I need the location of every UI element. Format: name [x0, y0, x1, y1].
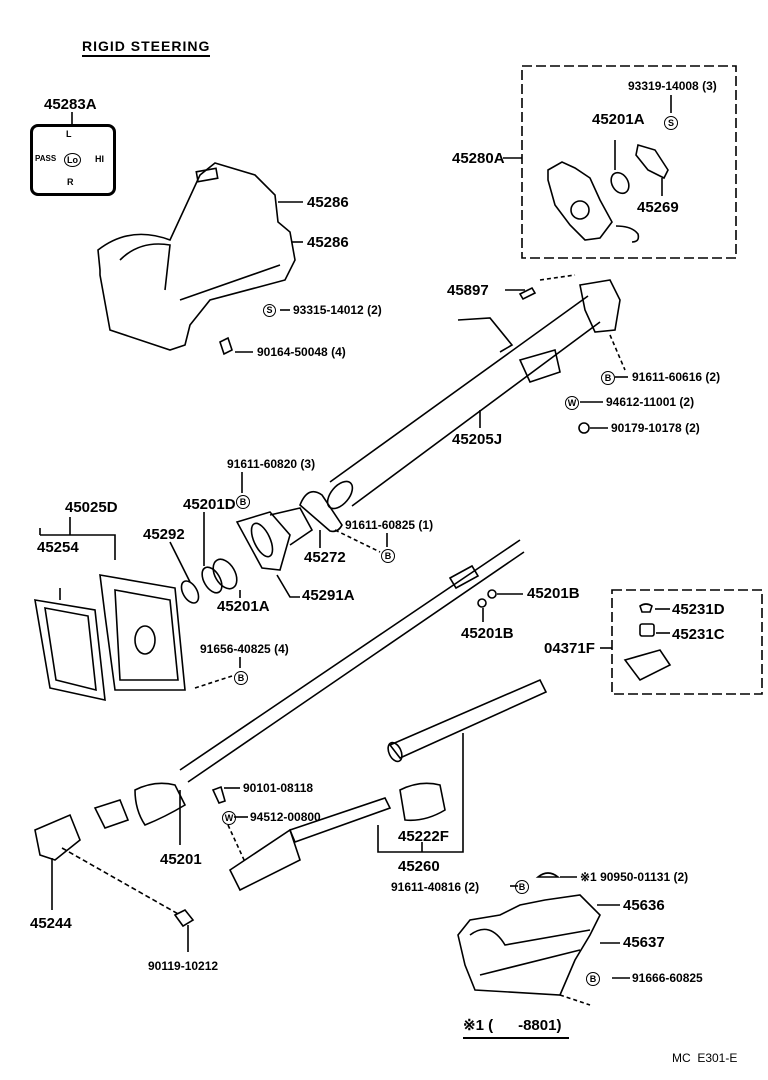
- part-label: 45201D: [183, 496, 236, 513]
- part-label: 45269: [637, 199, 679, 216]
- switch-label-left: PASS: [35, 154, 57, 163]
- footnote: ※1 ( -8801): [463, 1016, 570, 1039]
- column-cover-drawing: [97, 162, 296, 351]
- part-label: 94512-00800: [250, 810, 321, 824]
- part-label: 45636: [623, 897, 665, 914]
- part-label: 45201B: [461, 625, 514, 642]
- part-label: 45201: [160, 851, 202, 868]
- washer-symbol-icon: W: [222, 811, 236, 825]
- part-label: 91611-40816 (2): [391, 880, 480, 894]
- part-label: 45244: [30, 915, 72, 932]
- part-label: 45637: [623, 934, 665, 951]
- page-code: MC E301-E: [672, 1051, 738, 1065]
- lower-column-cover-drawing: [457, 894, 601, 996]
- part-label: ※1 90950-01131 (2): [580, 870, 689, 884]
- part-label: 45260: [398, 858, 440, 875]
- part-label: 93315-14012 (2): [293, 303, 382, 317]
- part-label: 45222F: [398, 828, 449, 845]
- part-label: 45205J: [452, 431, 503, 448]
- part-label: 45280A: [452, 150, 505, 167]
- screw-symbol-icon: S: [664, 116, 678, 130]
- dimmer-switch-plate: L PASS Lo HI R: [30, 124, 116, 196]
- part-label: 45897: [447, 282, 489, 299]
- part-label: 45292: [143, 526, 185, 543]
- part-label: 45286: [307, 234, 349, 251]
- part-label: 91611-60825 (1): [345, 518, 434, 532]
- part-label: 90164-50048 (4): [257, 345, 346, 359]
- part-label: 45254: [37, 539, 79, 556]
- part-label: 45025D: [65, 499, 118, 516]
- switch-label-down: R: [67, 177, 74, 187]
- switch-label-center: Lo: [64, 153, 81, 167]
- part-label-45283A: 45283A: [44, 96, 97, 113]
- part-label: 94612-11001 (2): [606, 395, 695, 409]
- part-label: 91611-60820 (3): [227, 457, 316, 471]
- part-label: 91656-40825 (4): [200, 642, 289, 656]
- bolt-symbol-icon: B: [234, 671, 248, 685]
- column-tube-drawing: [326, 279, 621, 510]
- washer-symbol-icon: W: [565, 396, 579, 410]
- part-label: 45201B: [527, 585, 580, 602]
- main-shaft-drawing: [134, 539, 525, 826]
- part-label: 45201A: [592, 111, 645, 128]
- column-hole-cover-drawing: [34, 574, 186, 702]
- intermediate-shaft-drawing: [34, 678, 548, 892]
- part-label: 45231C: [672, 626, 725, 643]
- switch-label-up: L: [66, 129, 72, 139]
- part-label: 45201A: [217, 598, 270, 615]
- bolt-symbol-icon: B: [586, 972, 600, 986]
- bolt-symbol-icon: B: [601, 371, 615, 385]
- part-label: 45272: [304, 549, 346, 566]
- part-label: 90101-08118: [243, 781, 314, 795]
- ignition-lock-drawing: [547, 143, 669, 243]
- part-label: 45231D: [672, 601, 725, 618]
- part-label: 91666-60825: [632, 971, 703, 985]
- switch-label-right: HI: [95, 154, 104, 164]
- part-label: 90119-10212: [148, 959, 219, 973]
- part-label: 90179-10178 (2): [611, 421, 700, 435]
- diagram-title: RIGID STEERING: [82, 38, 211, 57]
- part-label: 45286: [307, 194, 349, 211]
- bolt-symbol-icon: B: [515, 880, 529, 894]
- bolt-symbol-icon: B: [236, 495, 250, 509]
- part-label: 45291A: [302, 587, 355, 604]
- part-label: 04371F: [544, 640, 595, 657]
- bolt-symbol-icon: B: [381, 549, 395, 563]
- part-label: 91611-60616 (2): [632, 370, 721, 384]
- screw-symbol-icon: S: [263, 304, 276, 317]
- part-label: 93319-14008 (3): [628, 79, 717, 93]
